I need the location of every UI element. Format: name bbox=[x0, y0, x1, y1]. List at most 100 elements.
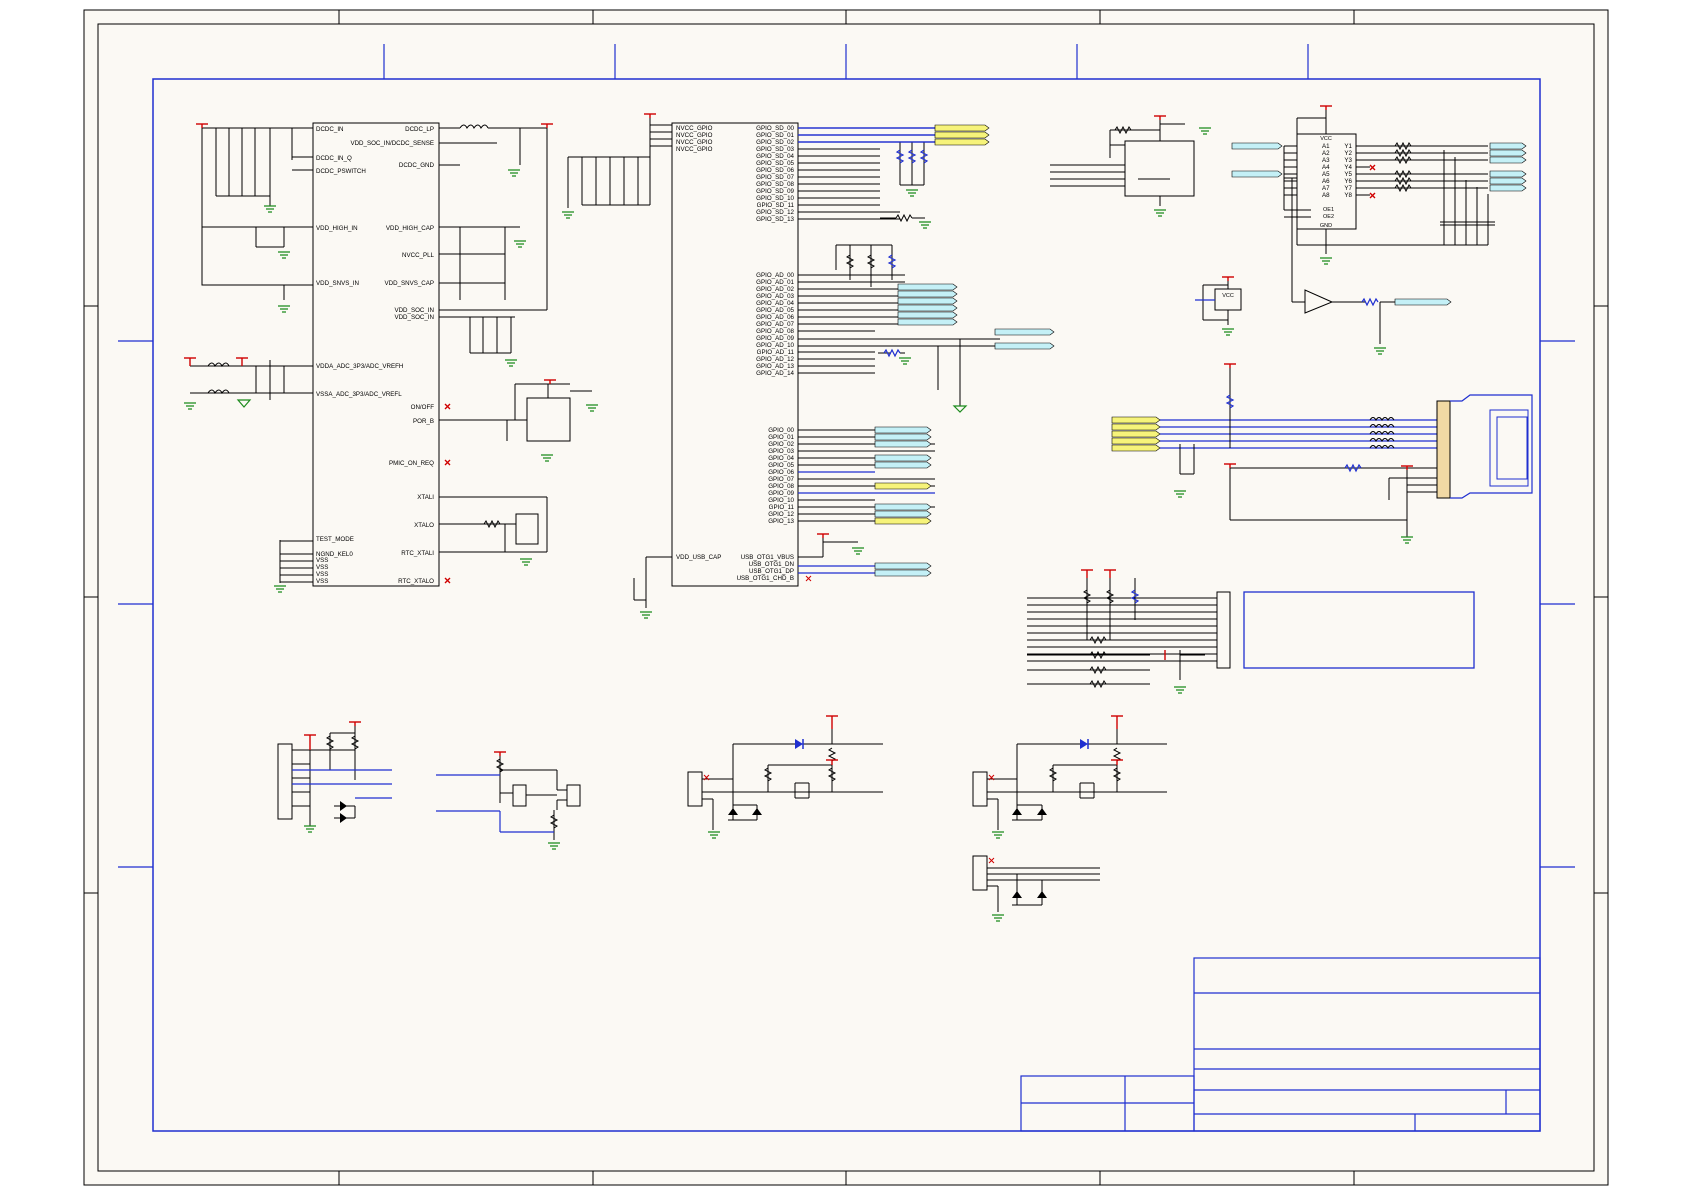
net-port-flag bbox=[874, 461, 932, 469]
pmic-pin-ngnd-kel0: NGND_KEL0 bbox=[316, 551, 353, 558]
mcu-pin-gpio: GPIO_11 bbox=[769, 504, 795, 511]
pmic-pin-xtalo: XTALO bbox=[414, 522, 434, 529]
mcu-pin-nvcc-gpio: NVCC_GPIO bbox=[676, 146, 713, 153]
mcu-pin-gpio: GPIO_10 bbox=[768, 497, 794, 504]
lcd-panel-outline bbox=[1243, 591, 1475, 669]
mcu-pin-gpio-sd: GPIO_SD_05 bbox=[756, 160, 794, 167]
mcu-pin-gpio: GPIO_09 bbox=[768, 490, 794, 497]
mcu-pin-gpio: GPIO_02 bbox=[768, 441, 794, 448]
top-right-ic-block bbox=[1050, 120, 1195, 206]
mcu-pin-gpio: GPIO_00 bbox=[768, 427, 794, 434]
net-port-flag bbox=[874, 426, 932, 434]
mcu-pin-gpio-ad: GPIO_AD_12 bbox=[756, 356, 794, 363]
resistor bbox=[1394, 183, 1412, 193]
mcu-pin-gpio: GPIO_12 bbox=[768, 511, 794, 518]
pmic-pin-vdd-snvs-cap: VDD_SNVS_CAP bbox=[384, 280, 434, 287]
buffer-pin-y: Y7 bbox=[1344, 185, 1352, 192]
mcu-pin-gpio-ad: GPIO_AD_11 bbox=[757, 349, 795, 356]
pmic-pin-vss: VSS bbox=[316, 564, 328, 571]
mcu-pin-gpio-sd: GPIO_SD_04 bbox=[756, 153, 794, 160]
mcu-pin-gpio: GPIO_07 bbox=[768, 476, 794, 483]
mcu-pin-nvcc-gpio: NVCC_GPIO bbox=[676, 132, 713, 139]
mcu-pin-nvcc-gpio: NVCC_GPIO bbox=[676, 125, 713, 132]
pmic-pin-dcdc-in-q: DCDC_IN_Q bbox=[316, 155, 352, 162]
net-port-flag bbox=[1111, 416, 1161, 424]
mcu-pin-gpio-ad: GPIO_AD_06 bbox=[756, 314, 794, 321]
net-port-flag bbox=[994, 328, 1055, 336]
pmic-pin-dcdc-in: DCDC_IN bbox=[316, 126, 344, 133]
pmic-pin-vdd-soc-in: VDD_SOC_IN bbox=[394, 307, 434, 314]
no-connect-mark bbox=[1369, 192, 1376, 199]
mcu-chip bbox=[671, 122, 799, 587]
ferrite-bead bbox=[1369, 424, 1395, 428]
net-port-flag bbox=[1111, 444, 1161, 452]
pmic-pin-vdd-high-cap: VDD_HIGH_CAP bbox=[386, 225, 434, 232]
mcu-pin-gpio-ad: GPIO_AD_02 bbox=[756, 286, 794, 293]
usb-protection-1 bbox=[687, 715, 883, 839]
pmic-section: DCDC_IN DCDC_IN_Q DCDC_PSWITCH VDD_HIGH_… bbox=[184, 122, 598, 593]
pmic-pin-rtc-xtali: RTC_XTALI bbox=[401, 550, 434, 557]
net-port-flag bbox=[874, 562, 932, 570]
usb-protection-3 bbox=[972, 855, 1100, 922]
ferrite-bead bbox=[1369, 417, 1395, 421]
net-port-flag bbox=[874, 569, 932, 577]
net-port-flag bbox=[934, 138, 990, 146]
mcu-pin-gpio-ad: GPIO_AD_00 bbox=[756, 272, 794, 279]
mcu-pin-usb-dp: USB_OTG1_DP bbox=[749, 568, 794, 575]
net-port-flag bbox=[897, 304, 958, 312]
mcu-pin-gpio-sd: GPIO_SD_07 bbox=[756, 174, 794, 181]
buffer-pin-y: Y8 bbox=[1344, 192, 1352, 199]
net-port-flag bbox=[874, 510, 932, 518]
pmic-pin-vdd-high-in: VDD_HIGH_IN bbox=[316, 225, 358, 232]
mcu-pin-gpio: GPIO_13 bbox=[768, 518, 794, 525]
resistor bbox=[1394, 169, 1412, 179]
buffer-pin-y: Y5 bbox=[1344, 171, 1352, 178]
mcu-pin-usb-dn: USB_OTG1_DN bbox=[749, 561, 794, 568]
net-port-flag bbox=[897, 311, 958, 319]
net-port-flag bbox=[874, 482, 932, 490]
mcu-pin-gpio: GPIO_01 bbox=[768, 434, 794, 441]
mcu-pin-usb-chd-b: USB_OTG1_CHD_B bbox=[737, 575, 794, 582]
buffer-gnd-label: GND bbox=[1320, 223, 1332, 229]
inner-frame bbox=[118, 44, 1575, 1132]
pmic-pin-nvcc-pll: NVCC_PLL bbox=[402, 252, 435, 259]
buffer-pin-a: A2 bbox=[1322, 150, 1330, 157]
title-block bbox=[1020, 957, 1541, 1132]
ferrite-bead bbox=[1369, 438, 1395, 442]
sheet-border bbox=[84, 10, 1608, 1185]
net-port-flag bbox=[874, 503, 932, 511]
mcu-pin-gpio: GPIO_04 bbox=[768, 455, 794, 462]
net-port-flag bbox=[1489, 142, 1527, 150]
pmic-pin-vdd-soc-in: VDD_SOC_IN bbox=[394, 314, 434, 321]
mcu-pin-gpio-ad: GPIO_AD_01 bbox=[756, 279, 794, 286]
buffer-vcc-label: VCC bbox=[1320, 136, 1332, 142]
buffer-pin-oe1: OE1 bbox=[1323, 207, 1334, 213]
pmic-chip bbox=[312, 122, 440, 587]
pmic-pin-on-off: ON/OFF bbox=[411, 404, 435, 411]
net-port-flag bbox=[1489, 149, 1527, 157]
mcu-pin-gpio-sd: GPIO_SD_10 bbox=[756, 195, 794, 202]
buffer-pin-a: A1 bbox=[1322, 143, 1330, 150]
mcu-pin-gpio-sd: GPIO_SD_11 bbox=[757, 202, 795, 209]
pmic-pin-vss: VSS bbox=[316, 557, 328, 564]
buffer-pin-y: Y1 bbox=[1344, 143, 1352, 150]
net-port-flag bbox=[994, 342, 1055, 350]
buffer-pin-oe2: OE2 bbox=[1323, 214, 1334, 220]
pmic-pin-test-mode: TEST_MODE bbox=[316, 536, 354, 543]
mcu-pin-gpio-ad: GPIO_AD_08 bbox=[756, 328, 794, 335]
buffer-pin-a: A6 bbox=[1322, 178, 1330, 185]
pmic-pin-dcdc-gnd: DCDC_GND bbox=[399, 162, 435, 169]
net-port-flag bbox=[874, 454, 932, 462]
vcc-ic-label: VCC bbox=[1222, 293, 1234, 299]
resistor bbox=[1394, 141, 1412, 151]
mcu-pin-gpio-ad: GPIO_AD_10 bbox=[756, 342, 794, 349]
connector-section bbox=[1111, 363, 1533, 544]
mcu-pin-vdd-usb-cap: VDD_USB_CAP bbox=[676, 554, 721, 561]
bottom-left-circuits bbox=[277, 721, 581, 850]
mcu-pin-gpio-sd: GPIO_SD_12 bbox=[756, 209, 794, 216]
net-port-flag bbox=[1394, 298, 1452, 306]
pmic-pin-pmic-on-req: PMIC_ON_REQ bbox=[389, 460, 434, 467]
buffer-pin-a: A8 bbox=[1322, 192, 1330, 199]
connector-body bbox=[1436, 400, 1451, 499]
